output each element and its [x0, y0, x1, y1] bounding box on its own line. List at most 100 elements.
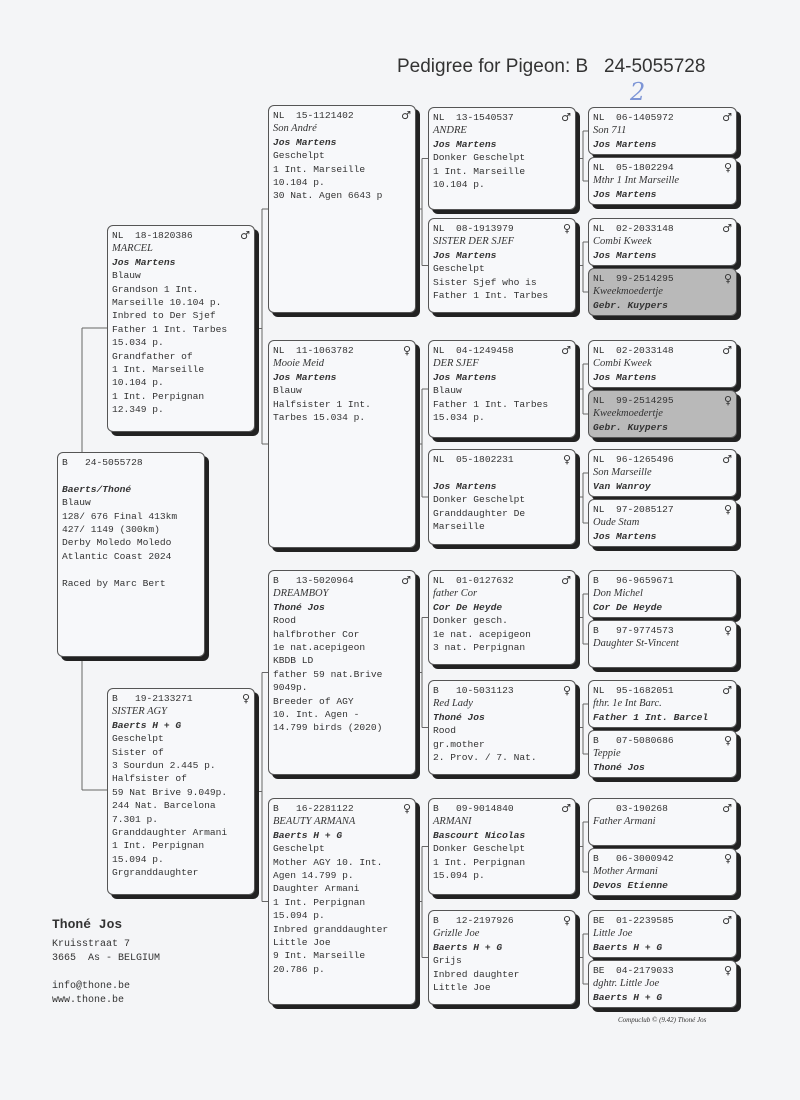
pigeon-detail-line: Father 1 Int. Tarbes — [433, 290, 549, 302]
spacer — [62, 469, 200, 482]
breeder-city: 3665 As - BELGIUM — [52, 953, 161, 964]
pigeon-owner: Thoné Jos — [433, 711, 485, 723]
pigeon-owner: Jos Martens — [593, 530, 657, 542]
pigeon-detail-line: 20.786 p. — [273, 963, 325, 975]
female-icon: ♀ — [723, 503, 732, 516]
pigeon-name: Mother Armani — [593, 866, 658, 878]
female-icon: ♀ — [723, 624, 732, 637]
ring-number: B 13-5020964 — [273, 575, 354, 586]
pigeon-detail-line: halfbrother Cor — [273, 628, 360, 640]
ring-number-row: B 19-2133271♀ — [112, 692, 250, 705]
ring-number-row: B 97-9774573♀ — [593, 624, 732, 637]
pigeon-name: Combi Kweek — [593, 236, 652, 248]
pigeon-detail-line: 15.094 p. — [112, 853, 164, 865]
pigeon-detail-line: 10. Int. Agen - — [273, 709, 360, 721]
pigeon-detail-line: gr.mother — [433, 738, 485, 750]
male-icon: ♂ — [561, 344, 571, 357]
pigeon-owner: Baerts H + G — [433, 941, 503, 953]
female-icon: ♀ — [562, 222, 571, 235]
pigeon-name: DER SJEF — [433, 358, 479, 370]
pigeon-name: Son Marseille — [593, 467, 652, 479]
pigeon-card-ddss[interactable]: 03-190268♂Father Armani — [588, 798, 737, 846]
pigeon-detail-line: Tarbes 15.034 p. — [273, 412, 366, 424]
pigeon-detail-line: Donker Geschelpt — [433, 152, 526, 164]
pigeon-detail-line: Blauw — [433, 385, 462, 397]
ring-number-row: B 09-9014840♂ — [433, 802, 571, 815]
pigeon-detail-line: 1 Int. Perpignan — [112, 840, 205, 852]
pigeon-name: Son 711 — [593, 125, 627, 137]
ring-number: NL 15-1121402 — [273, 110, 354, 121]
male-icon: ♂ — [561, 574, 571, 587]
pigeon-detail-line: 10.104 p. — [273, 177, 325, 189]
pigeon-detail-line: 14.799 birds (2020) — [273, 722, 383, 734]
pigeon-detail-line: Geschelpt — [112, 733, 164, 745]
ring-number-row: 03-190268♂ — [593, 802, 732, 815]
pigeon-owner: Van Wanroy — [593, 480, 651, 492]
ring-number: BE 04-2179033 — [593, 965, 674, 976]
pigeon-detail-line: Sister of — [112, 746, 164, 758]
breeder-website[interactable]: www.thone.be — [52, 995, 125, 1006]
ring-number-row: NL 96-1265496♂ — [593, 453, 732, 466]
pigeon-owner: Jos Martens — [273, 136, 337, 148]
pigeon-name: Teppie — [593, 748, 621, 760]
pigeon-detail-line: 244 Nat. Barcelona — [112, 800, 216, 812]
pigeon-owner: Jos Martens — [433, 480, 497, 492]
pigeon-detail-line: Halfsister of — [112, 773, 187, 785]
pigeon-detail-line: 1 Int. Marseille — [273, 163, 366, 175]
pigeon-detail-line: Granddaughter De — [433, 507, 526, 519]
pigeon-detail-line: 1e nat.acepigeon — [273, 642, 366, 654]
ring-number: NL 95-1682051 — [593, 685, 674, 696]
pigeon-card-dssd[interactable]: B 97-9774573♀Daughter St-Vincent — [588, 620, 737, 668]
ring-number: NL 05-1802231 — [433, 454, 514, 465]
pigeon-name: BEAUTY ARMANA — [273, 816, 356, 828]
male-icon: ♂ — [561, 111, 571, 124]
pigeon-owner: Thoné Jos — [593, 761, 645, 773]
pigeon-name: Don Michel — [593, 588, 643, 600]
breeder-info: Thoné Jos Kruisstraat 7 3665 As - BELGIU… — [52, 918, 160, 1008]
pigeon-detail-line: Geschelpt — [273, 843, 325, 855]
pigeon-detail-line: 12.349 p. — [112, 404, 164, 416]
ring-number: NL 02-2033148 — [593, 223, 674, 234]
pigeon-card-dsds[interactable]: NL 95-1682051♂fthr. 1e Int Barc.Father 1… — [588, 680, 737, 728]
pigeon-detail-line: 9049p. — [273, 682, 308, 694]
pigeon-detail-line: 1 Int. Marseille — [112, 364, 205, 376]
breeder-email[interactable]: info@thone.be — [52, 981, 131, 992]
ring-number-row: NL 11-1063782♀ — [273, 344, 411, 357]
pigeon-name: Son André — [273, 123, 317, 135]
ring-number-row: NL 08-1913979♀ — [433, 222, 571, 235]
pigeon-detail-line: Geschelpt — [273, 150, 325, 162]
ring-number: NL 13-1540537 — [433, 112, 514, 123]
ring-number-row: B 24-5055728 — [62, 456, 200, 469]
pigeon-detail-line: 427/ 1149 (300km) — [62, 524, 160, 536]
pigeon-detail-line: 1 Int. Perpignan — [433, 856, 526, 868]
pigeon-detail-line: Blauw — [62, 497, 91, 509]
